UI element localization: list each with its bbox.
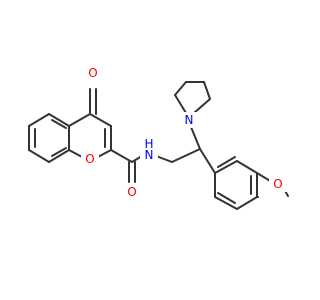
bond bbox=[51, 119, 67, 129]
molecule-structure-diagram: O O O H N N O bbox=[28, 65, 289, 210]
bonds bbox=[28, 81, 289, 210]
label-background bbox=[269, 176, 287, 192]
label-background bbox=[81, 151, 99, 167]
bond bbox=[214, 196, 238, 210]
nitrogen-atom-pyrrolidine: N bbox=[185, 113, 194, 127]
bond bbox=[236, 160, 258, 174]
oxygen-atom-amide: O bbox=[127, 185, 136, 199]
bond bbox=[236, 196, 258, 210]
bond bbox=[190, 126, 201, 150]
bond bbox=[193, 98, 211, 114]
bond bbox=[217, 192, 236, 204]
bond bbox=[214, 160, 238, 174]
label-background bbox=[123, 184, 141, 200]
label-background bbox=[84, 65, 102, 81]
bond bbox=[217, 156, 236, 168]
oxygen-atom-ring: O bbox=[85, 152, 94, 166]
bond bbox=[28, 113, 50, 127]
bond bbox=[48, 113, 70, 127]
bond bbox=[28, 149, 50, 163]
label-background bbox=[180, 112, 198, 128]
bond bbox=[171, 148, 201, 163]
bond bbox=[51, 147, 67, 157]
bond bbox=[174, 81, 187, 96]
bond bbox=[48, 149, 70, 163]
bond bbox=[203, 81, 211, 100]
bond bbox=[199, 148, 216, 174]
oxygen-atom-keto: O bbox=[88, 66, 97, 80]
bond bbox=[174, 94, 187, 114]
bond bbox=[110, 149, 133, 163]
bond bbox=[68, 113, 91, 127]
hydrogen-on-amide-nitrogen: H bbox=[144, 137, 153, 151]
bond bbox=[155, 155, 173, 163]
nitrogen-atom-amide: N bbox=[145, 148, 154, 162]
oxygen-atom-methoxy: O bbox=[273, 177, 282, 191]
label-background bbox=[140, 140, 158, 166]
atom-labels: O O O H N N O bbox=[81, 65, 287, 200]
bond bbox=[89, 113, 112, 127]
